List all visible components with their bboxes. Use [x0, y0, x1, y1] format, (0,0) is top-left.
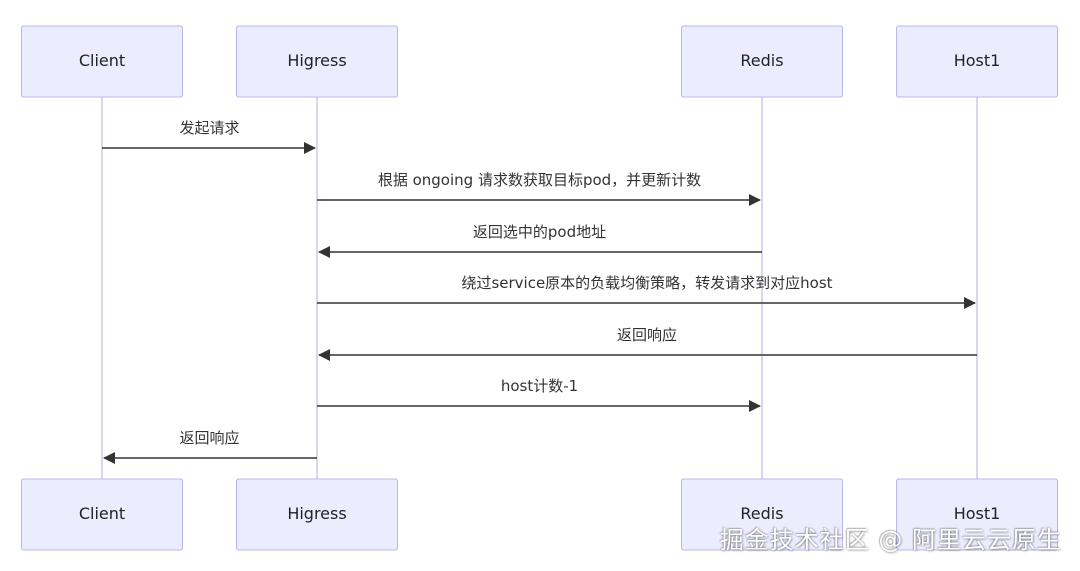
participant-host1-bottom: Host1: [896, 478, 1058, 551]
participant-label: Host1: [954, 504, 1001, 523]
participant-higress-bottom: Higress: [236, 478, 398, 551]
message-label: 绕过service原本的负载均衡策略，转发请求到对应host: [461, 274, 832, 292]
message-4: 绕过service原本的负载均衡策略，转发请求到对应host: [317, 274, 976, 309]
participant-client-top: Client: [21, 25, 183, 98]
participant-box: [236, 478, 398, 551]
participant-label: Higress: [287, 51, 346, 70]
lifelines: [101, 97, 978, 479]
participant-box: [21, 478, 183, 551]
participant-higress-top: Higress: [236, 25, 398, 98]
message-label: host计数-1: [501, 377, 578, 395]
participant-host1-top: Host1: [896, 25, 1058, 98]
participant-box: [896, 478, 1058, 551]
message-label: 返回响应: [617, 326, 677, 344]
participant-box: [681, 478, 843, 551]
participant-label: Redis: [740, 504, 783, 523]
message-5: 返回响应: [318, 326, 977, 361]
participant-box: [21, 25, 183, 98]
message-label: 返回选中的pod地址: [473, 223, 606, 241]
participant-label: Redis: [740, 51, 783, 70]
message-7: 返回响应: [103, 429, 317, 464]
participant-label: Host1: [954, 51, 1001, 70]
message-label: 返回响应: [179, 429, 239, 447]
participant-redis-top: Redis: [681, 25, 843, 98]
participant-box: [681, 25, 843, 98]
participant-label: Higress: [287, 504, 346, 523]
participants-bottom-row: Client Higress Redis Host1: [21, 478, 1058, 551]
participant-box: [236, 25, 398, 98]
participant-client-bottom: Client: [21, 478, 183, 551]
message-1: 发起请求: [102, 119, 316, 154]
participant-box: [896, 25, 1058, 98]
message-6: host计数-1: [317, 377, 761, 412]
message-2: 根据 ongoing 请求数获取目标pod，并更新计数: [317, 171, 761, 206]
watermark: 掘金技术社区 @ 阿里云云原生: [719, 526, 1062, 554]
message-label: 发起请求: [179, 119, 239, 137]
participant-label: Client: [79, 504, 125, 523]
participant-redis-bottom: Redis: [681, 478, 843, 551]
message-label: 根据 ongoing 请求数获取目标pod，并更新计数: [378, 171, 701, 189]
participant-label: Client: [79, 51, 125, 70]
message-3: 返回选中的pod地址: [318, 223, 762, 258]
participants-top-row: Client Higress Redis Host1: [21, 25, 1058, 98]
